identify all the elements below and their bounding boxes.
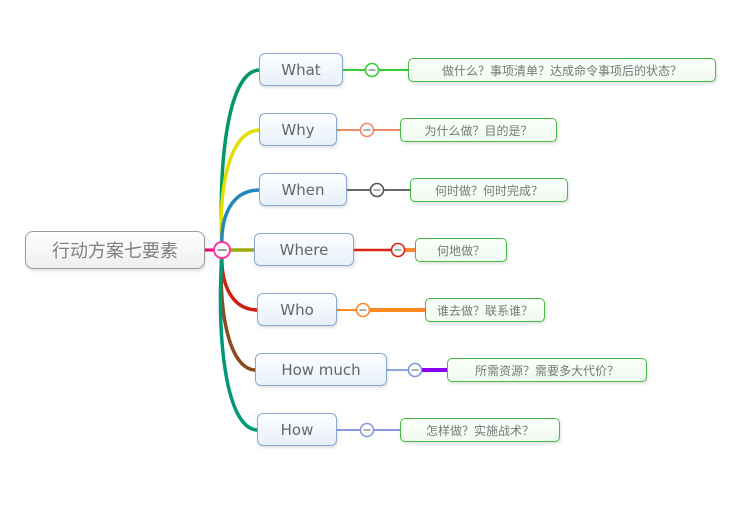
branch-label: How <box>280 420 314 439</box>
collapse-icon-where[interactable] <box>390 242 406 258</box>
collapse-icon-what[interactable] <box>364 62 380 78</box>
child-node-how[interactable]: 怎样做？实施战术？ <box>400 418 560 442</box>
branch-label: Where <box>279 240 329 259</box>
root-node-label: 行动方案七要素 <box>52 241 178 262</box>
collapse-icon-how[interactable] <box>359 422 375 438</box>
branch-curve-when <box>220 188 262 252</box>
branch-curve-who <box>220 248 260 312</box>
branch-node-where[interactable]: Where <box>254 233 354 266</box>
child-node-howmuch[interactable]: 所需资源？需要多大代价？ <box>447 358 647 382</box>
branch-node-howmuch[interactable]: How much <box>255 353 387 386</box>
branch-node-who[interactable]: Who <box>257 293 337 326</box>
branch-node-when[interactable]: When <box>259 173 347 206</box>
collapse-icon-howmuch[interactable] <box>407 362 423 378</box>
branch-label: How much <box>281 360 361 379</box>
root-node[interactable]: 行动方案七要素 <box>25 231 205 269</box>
branch-node-why[interactable]: Why <box>259 113 337 146</box>
child-node-what[interactable]: 做什么？事项清单？达成命令事项后的状态？ <box>408 58 716 82</box>
child-label: 谁去做？联系谁？ <box>436 303 533 318</box>
child-label: 做什么？事项清单？达成命令事项后的状态？ <box>441 63 682 78</box>
child-label: 何时做？何时完成？ <box>434 183 543 198</box>
child-node-where[interactable]: 何地做？ <box>415 238 507 262</box>
child-label: 怎样做？实施战术？ <box>425 423 534 438</box>
child-node-why[interactable]: 为什么做？目的是？ <box>400 118 557 142</box>
branch-label: What <box>281 60 321 79</box>
branch-node-how[interactable]: How <box>257 413 337 446</box>
hub-collapse-icon[interactable] <box>213 241 231 259</box>
branch-label: Who <box>280 300 314 319</box>
child-label: 何地做？ <box>436 243 485 258</box>
child-label: 为什么做？目的是？ <box>424 123 533 138</box>
collapse-icon-when[interactable] <box>369 182 385 198</box>
branch-label: Why <box>281 120 315 139</box>
collapse-icon-who[interactable] <box>355 302 371 318</box>
branch-curve-how <box>218 248 260 432</box>
child-label: 所需资源？需要多大代价？ <box>474 363 619 378</box>
branch-curve-what <box>219 68 262 252</box>
collapse-icon-why[interactable] <box>359 122 375 138</box>
child-node-who[interactable]: 谁去做？联系谁？ <box>425 298 545 322</box>
branch-node-what[interactable]: What <box>259 53 343 86</box>
branch-label: When <box>281 180 325 199</box>
child-node-when[interactable]: 何时做？何时完成？ <box>410 178 568 202</box>
